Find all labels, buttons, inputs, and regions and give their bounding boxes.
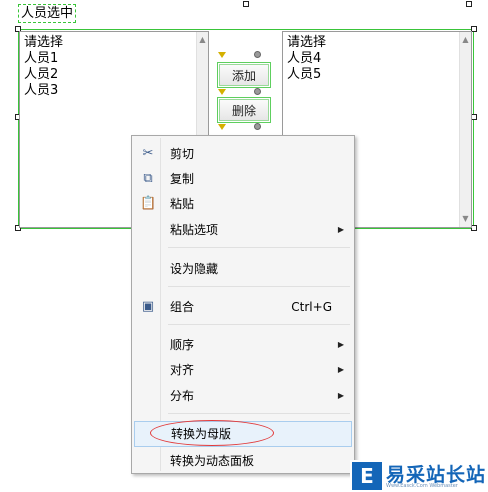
paste-icon: 📋 <box>140 196 157 211</box>
right-scrollbar[interactable]: ▲ ▼ <box>459 32 471 227</box>
list-item[interactable]: 人员5 <box>287 67 322 82</box>
menu-item-set-hidden[interactable]: 设为隐藏 <box>170 262 219 276</box>
scissors-icon: ✂ <box>142 146 154 161</box>
add-button[interactable]: 添加 <box>217 62 271 88</box>
menu-item-convert-to-dynamic-panel[interactable]: 转换为动态面板 <box>170 454 255 468</box>
copy-icon: ⧉ <box>143 171 153 186</box>
marker-triangle-icon <box>218 52 226 58</box>
marker-triangle-icon <box>218 89 226 95</box>
scroll-down-icon[interactable]: ▼ <box>462 214 469 223</box>
menu-item-align[interactable]: 对齐 ▶ <box>134 358 352 382</box>
scroll-up-icon[interactable]: ▲ <box>199 35 206 44</box>
menu-item-copy[interactable]: ⧉ 复制 <box>134 167 352 191</box>
menu-item-paste-options[interactable]: 粘贴选项 ▶ <box>134 218 352 242</box>
list-item[interactable]: 请选择 <box>24 35 64 50</box>
list-item[interactable]: 人员4 <box>287 51 322 66</box>
annotation-ellipse <box>150 420 274 446</box>
list-item[interactable]: 请选择 <box>287 35 327 50</box>
menu-separator <box>168 247 350 248</box>
menu-item-distribute[interactable]: 分布 ▶ <box>134 384 352 408</box>
resize-handle[interactable] <box>243 1 249 7</box>
shortcut-label: Ctrl+G <box>291 300 332 314</box>
menu-separator <box>168 413 350 414</box>
marker-triangle-icon <box>218 124 226 130</box>
marker-dot-icon <box>254 123 261 130</box>
menu-separator <box>168 286 350 287</box>
resize-handle[interactable] <box>471 225 477 231</box>
watermark-logo: E <box>352 462 382 490</box>
watermark-subtext: Www.Easck.Com Webmaster <box>386 483 458 489</box>
watermark: E 易采站长站 Www.Easck.Com Webmaster <box>350 460 488 492</box>
marker-dot-icon <box>254 51 261 58</box>
list-item[interactable]: 人员3 <box>24 83 59 98</box>
list-item[interactable]: 人员2 <box>24 67 59 82</box>
list-item[interactable]: 人员1 <box>24 51 59 66</box>
submenu-arrow-icon: ▶ <box>337 365 344 374</box>
menu-gutter <box>160 138 161 471</box>
submenu-arrow-icon: ▶ <box>337 391 344 400</box>
menu-item-order[interactable]: 顺序 ▶ <box>134 333 352 357</box>
watermark-text: 易采站长站 <box>386 464 487 486</box>
menu-item-cut[interactable]: ✂ 剪切 <box>134 142 352 166</box>
submenu-arrow-icon: ▶ <box>337 225 344 234</box>
menu-item-group[interactable]: ▣ 组合 Ctrl+G <box>134 295 352 319</box>
group-title[interactable]: 人员选中 <box>18 4 77 23</box>
resize-handle[interactable] <box>471 26 477 32</box>
menu-item-paste[interactable]: 📋 粘贴 <box>140 196 195 211</box>
remove-button[interactable]: 删除 <box>217 97 271 123</box>
submenu-arrow-icon: ▶ <box>337 340 344 349</box>
group-icon: ▣ <box>141 299 155 314</box>
resize-handle[interactable] <box>15 26 21 32</box>
scroll-up-icon[interactable]: ▲ <box>462 35 469 44</box>
resize-handle[interactable] <box>466 1 472 7</box>
marker-dot-icon <box>254 88 261 95</box>
resize-handle[interactable] <box>15 225 21 231</box>
menu-separator <box>168 324 350 325</box>
